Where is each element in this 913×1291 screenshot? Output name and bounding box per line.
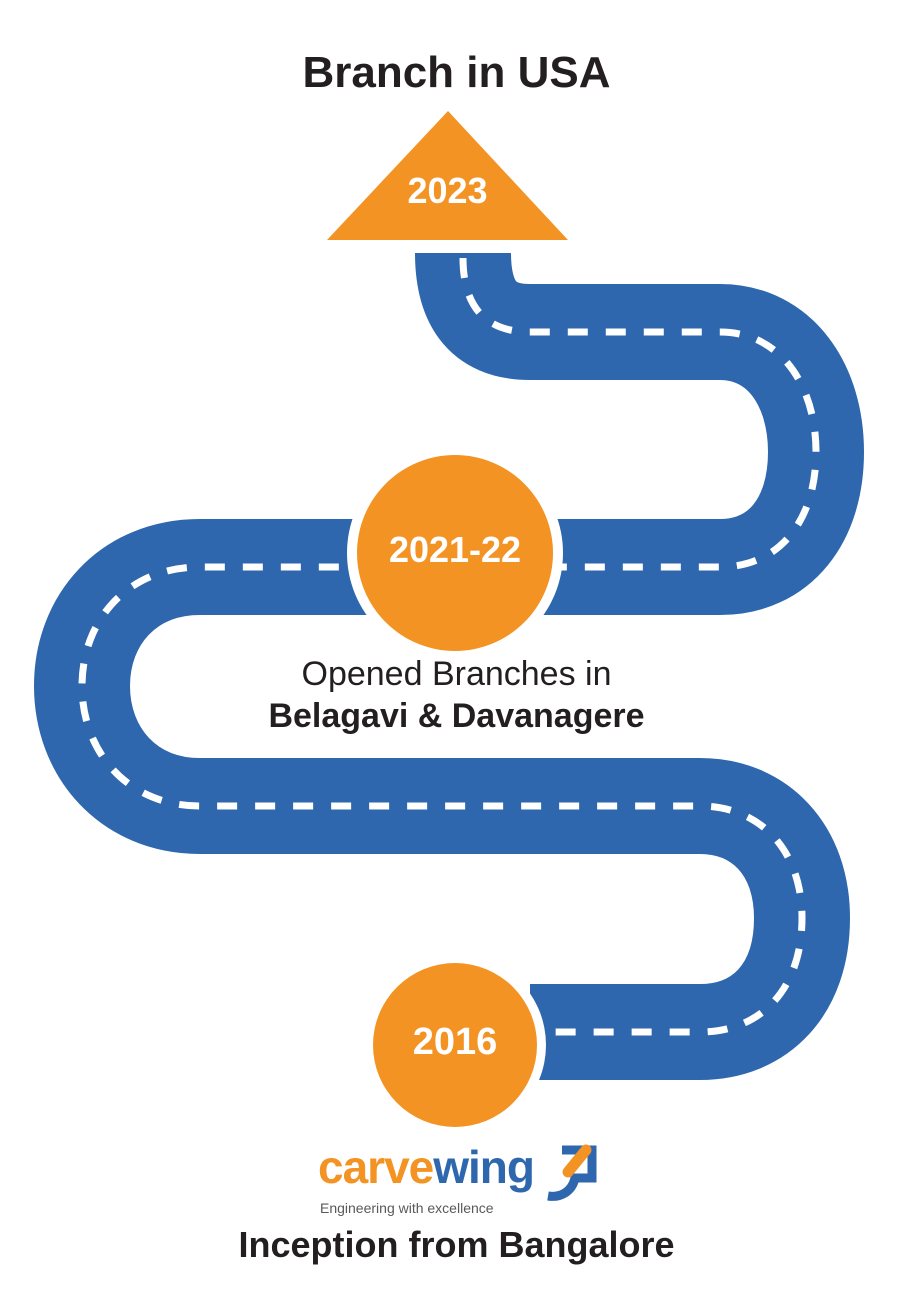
year-2023-label: 2023: [407, 170, 488, 211]
logo-part2: wing: [433, 1141, 535, 1193]
milestone-2023-triangle: [327, 111, 568, 240]
year-2021-22-label: 2021-22: [388, 529, 522, 570]
milestone-2016-caption: Inception from Bangalore: [238, 1224, 675, 1265]
logo-part1: carve: [318, 1141, 434, 1193]
road-center-dashes: [78, 257, 820, 1036]
logo-tagline: Engineering with excellence: [320, 1200, 494, 1216]
logo-wing-icon: [547, 1144, 597, 1201]
milestone-2021-caption-line2: Belagavi & Davanagere: [268, 697, 645, 735]
milestone-2016-circle-fill: [373, 963, 537, 1127]
carvewing-logo: carvewing Engineering with excellence: [318, 1140, 598, 1220]
milestone-2021-caption-line1: Opened Branches in: [301, 655, 612, 693]
page-title: Branch in USA: [302, 48, 611, 97]
year-2016-label: 2016: [412, 1021, 498, 1063]
logo-wordmark: carvewing: [318, 1140, 535, 1194]
milestone-2021-circle-fill: [357, 455, 553, 651]
